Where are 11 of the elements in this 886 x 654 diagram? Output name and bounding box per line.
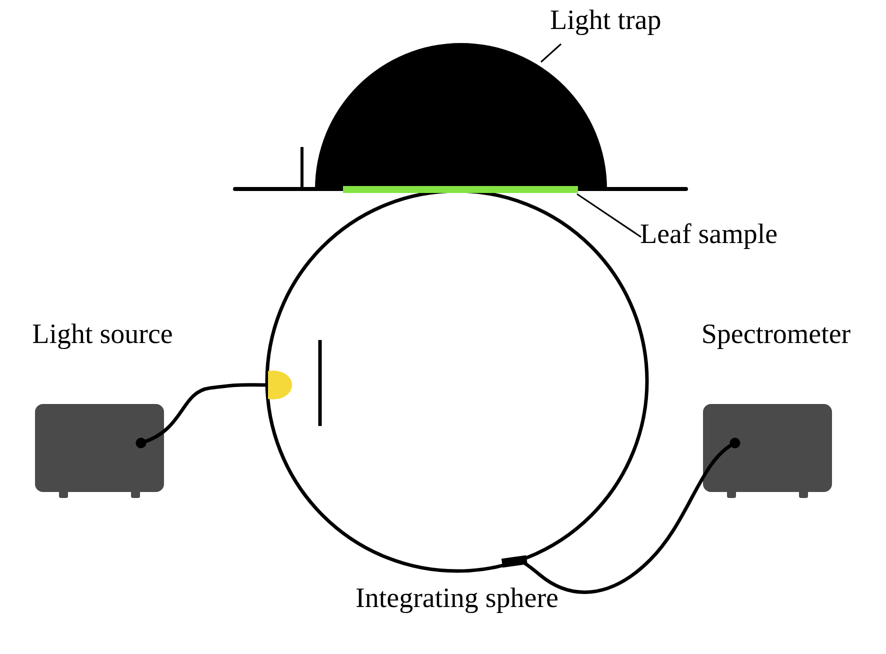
leaf-sample-strip <box>343 186 578 193</box>
device-label: Spectrometer <box>700 318 852 352</box>
sphere-label: Integrating sphere <box>354 582 560 616</box>
callout-label: Leaf sample <box>640 218 778 252</box>
leader-line <box>540 43 562 63</box>
callout-label: Light trap <box>550 4 662 38</box>
lamp-bulb <box>268 370 292 400</box>
leader-line <box>576 193 642 238</box>
device-label: Light source <box>31 318 174 352</box>
light-trap-dome <box>315 43 607 189</box>
fiber-cable <box>136 383 268 448</box>
